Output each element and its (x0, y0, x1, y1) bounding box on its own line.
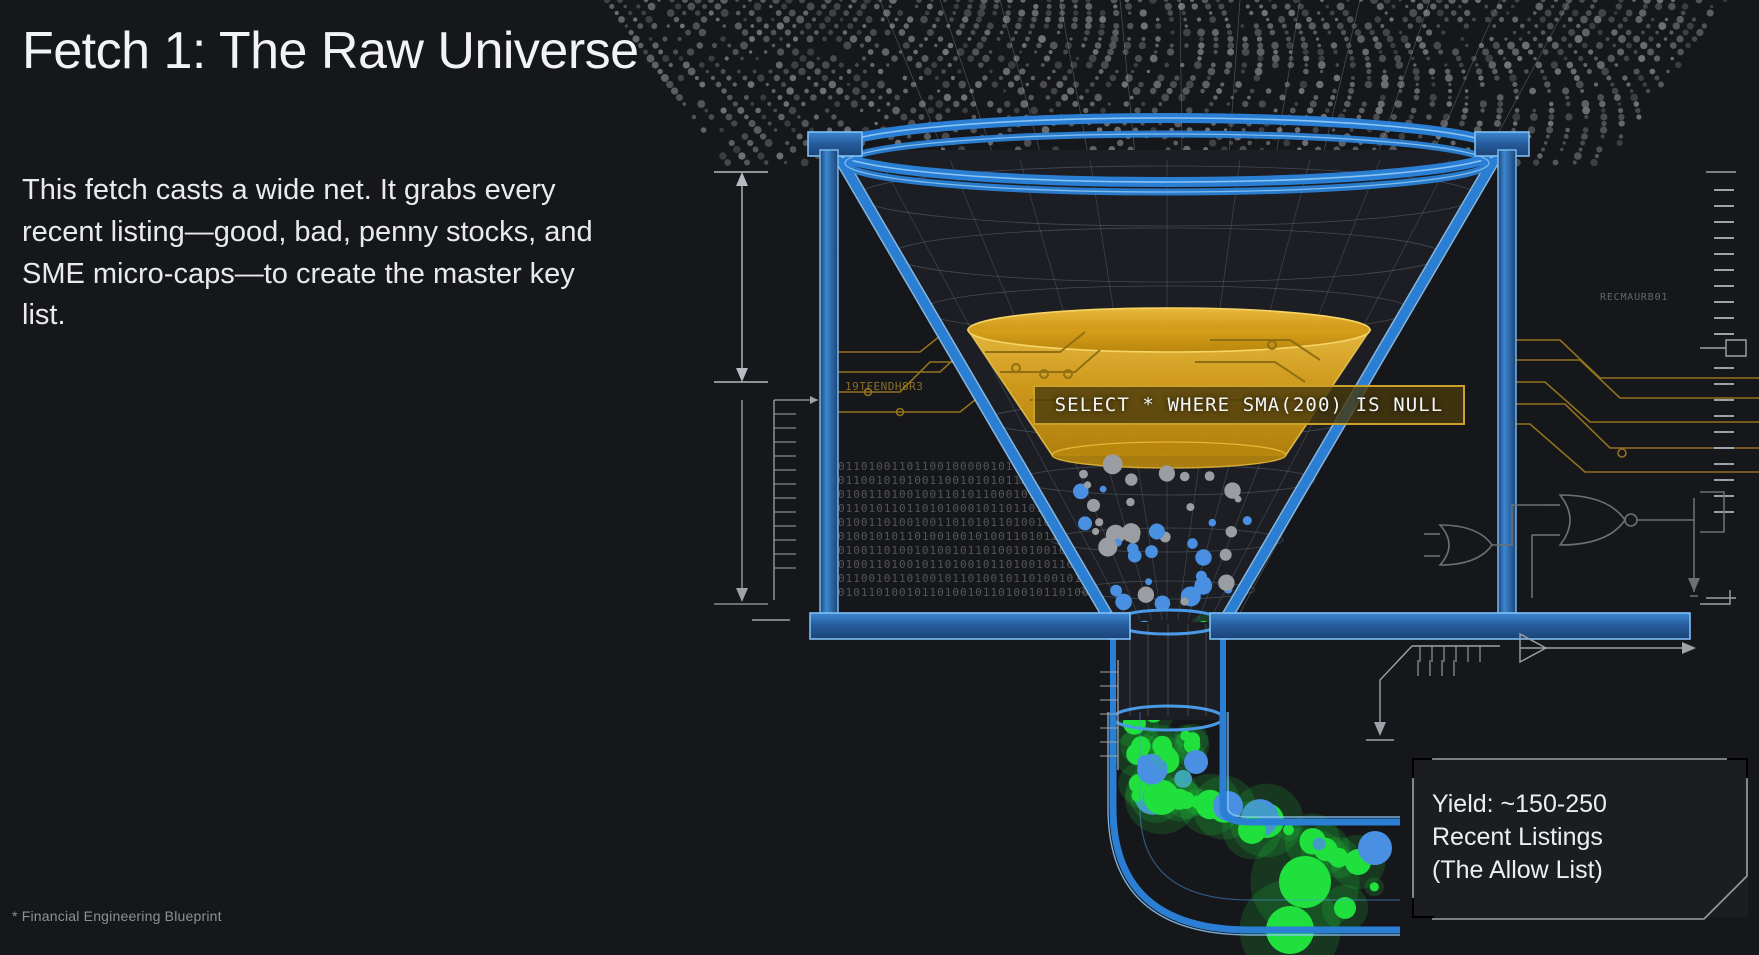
tick-scale-ruler-right (1700, 171, 1747, 605)
svg-text:010011010010011010101101001010: 010011010010011010101101001010100101 (838, 516, 1112, 529)
svg-text:010010101101001001010011010110: 0100101011010010010100110101101011010 (838, 530, 1120, 543)
svg-text:010110100101101001011010010110: 01011010010110100101101001011010010110 (838, 586, 1128, 599)
vertical-dimension-arrow (714, 171, 768, 383)
yield-corner-bottom-left (1412, 896, 1434, 918)
structural-frame (807, 131, 1691, 640)
yield-callout-text: Yield: ~150-250 Recent Listings (The All… (1432, 790, 1607, 884)
slide-title: Fetch 1: The Raw Universe (22, 22, 639, 80)
flow-arrow-annotation (1366, 632, 1696, 741)
or-nor-gate-schematic (1424, 491, 1725, 598)
gold-circuit-traces-right (1498, 339, 1759, 473)
svg-text:010011010010100101101001010010: 01001101001010010110100101001010110 (838, 544, 1105, 557)
funnel-spout (1107, 712, 1400, 936)
funnel-neck (1110, 608, 1226, 732)
yield-corner-top-right (1726, 758, 1748, 780)
sql-query-text: SELECT * WHERE SMA(200) IS NULL (1054, 394, 1444, 416)
slide-footnote: * Financial Engineering Blueprint (12, 908, 222, 924)
sql-query-banner: SELECT * WHERE SMA(200) IS NULL (1033, 385, 1465, 425)
slide-body-text: This fetch casts a wide net. It grabs ev… (22, 174, 593, 332)
yield-corner-top-left (1412, 758, 1434, 780)
tick-scale-ruler-left (714, 396, 818, 605)
left-tick-ruler-lower (1100, 660, 1119, 770)
decorative-label-right: RECMAURB01 (1600, 292, 1668, 303)
svg-text:010011010010110100101101001011: 0100110100101101001011010010110100101 (838, 558, 1120, 571)
decorative-label-left: 19TFENDH8R3 (845, 380, 923, 393)
svg-text:011001011010010110100101101001: 0110010110100101101001011010010110100 (838, 572, 1120, 585)
